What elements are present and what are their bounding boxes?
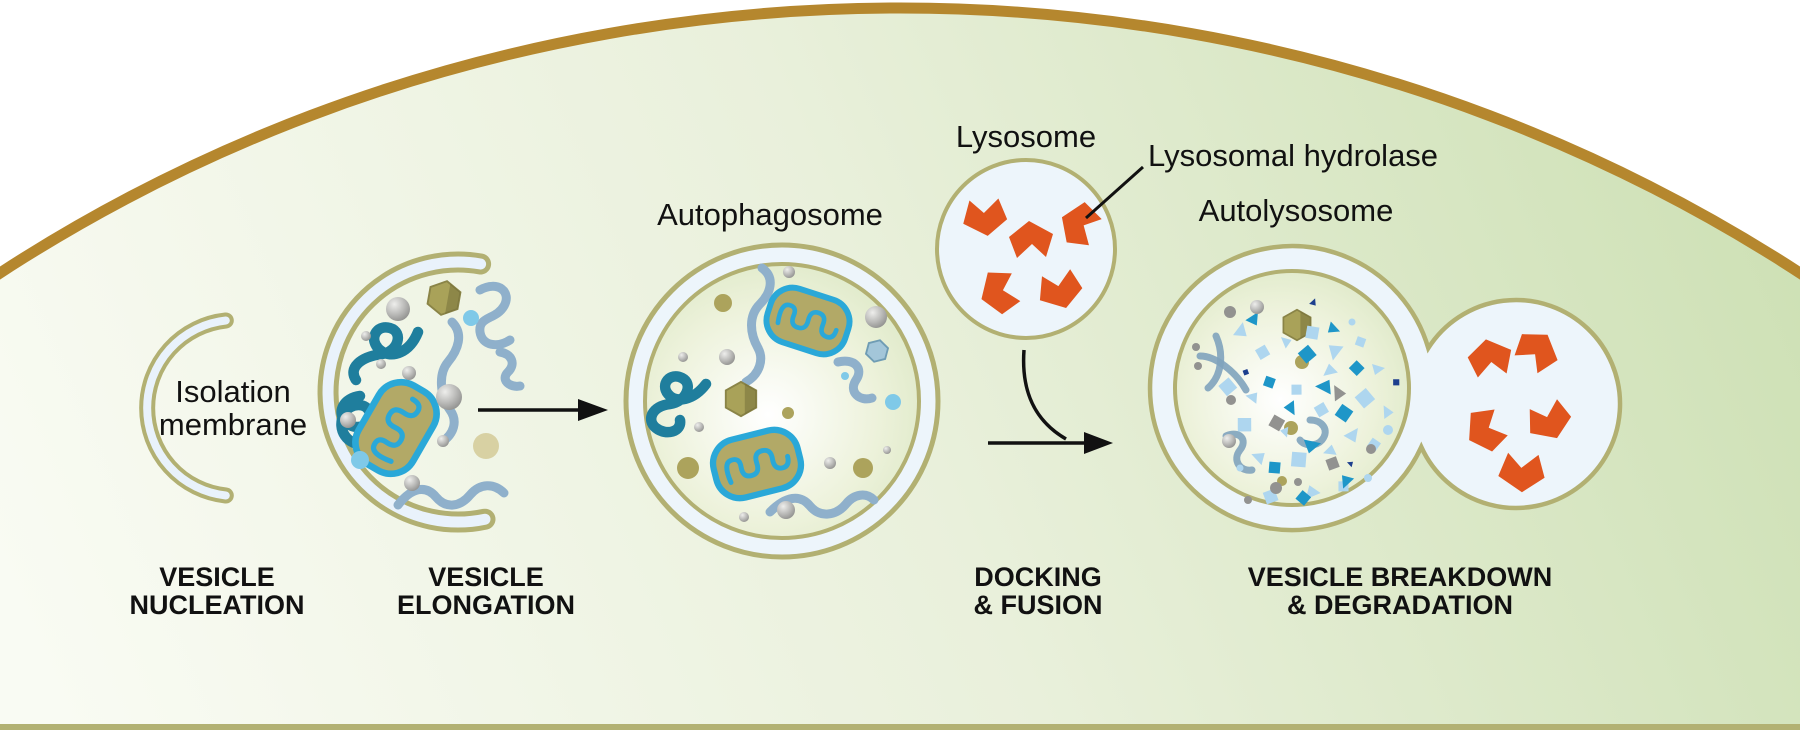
phagophore-cargo bbox=[336, 277, 525, 510]
ribosome-icon bbox=[386, 297, 410, 321]
caption-vesicle-elongation: VESICLE ELONGATION bbox=[397, 563, 575, 619]
protein-ribbon-icon bbox=[495, 347, 525, 391]
isolation-membrane-label-line2: membrane bbox=[158, 407, 308, 442]
autolysosome-icon bbox=[1147, 243, 1623, 533]
caption-line: VESICLE BREAKDOWN bbox=[1247, 562, 1553, 592]
ribosome-icon bbox=[404, 475, 420, 491]
caption-line: VESICLE bbox=[159, 562, 275, 592]
arrow-elongation-to-autophagosome-icon bbox=[478, 399, 608, 421]
caption-vesicle-breakdown: VESICLE BREAKDOWN & DEGRADATION bbox=[1248, 563, 1553, 619]
basal-membrane-line bbox=[0, 724, 1800, 730]
protein-ribbon-icon bbox=[741, 263, 775, 387]
ribosome-icon bbox=[694, 422, 704, 432]
caption-docking-fusion: DOCKING & FUSION bbox=[973, 563, 1102, 619]
misfolded-protein-icon bbox=[646, 371, 712, 438]
arrow-docking-fusion-icon bbox=[988, 349, 1113, 454]
degraded-debris bbox=[1192, 297, 1401, 508]
lipid-droplet-icon bbox=[473, 433, 499, 459]
ribosome-icon bbox=[783, 266, 795, 278]
hydrolase-leader-line bbox=[1084, 165, 1145, 220]
caption-line: ELONGATION bbox=[397, 590, 575, 620]
ribosome-icon bbox=[719, 349, 735, 365]
lysosomal-hydrolase-label: Lysosomal hydrolase bbox=[1148, 138, 1439, 173]
autophagosome-cargo bbox=[646, 263, 901, 522]
isolation-membrane-label-line1: Isolation bbox=[175, 374, 291, 409]
ribosome-icon bbox=[824, 457, 836, 469]
cargo-granule-icon bbox=[853, 458, 873, 478]
ribosome-icon bbox=[865, 306, 887, 328]
ribosome-icon bbox=[340, 412, 356, 428]
ribosome-icon bbox=[678, 352, 688, 362]
protein-ribbon-icon bbox=[475, 281, 515, 350]
caption-line: DOCKING bbox=[974, 562, 1102, 592]
protein-aggregate-hexagon-icon bbox=[724, 380, 758, 418]
ribosome-icon bbox=[376, 359, 386, 369]
cargo-granule-icon bbox=[782, 407, 794, 419]
vesicle-dot-icon bbox=[841, 372, 849, 380]
protein-ribbon-icon bbox=[765, 490, 879, 519]
vesicle-dot-icon bbox=[351, 451, 369, 469]
misfolded-protein-icon bbox=[348, 322, 424, 386]
caption-line: VESICLE bbox=[428, 562, 544, 592]
vesicle-dot-icon bbox=[885, 394, 901, 410]
cargo-granule-icon bbox=[677, 457, 699, 479]
ribosome-icon bbox=[883, 446, 891, 454]
ribosome-icon bbox=[402, 366, 416, 380]
phagophore-icon bbox=[317, 251, 496, 533]
protein-ribbon-icon bbox=[833, 356, 877, 404]
protein-ribbon-icon bbox=[393, 481, 509, 510]
ribosome-icon bbox=[739, 512, 749, 522]
lysosome-icon bbox=[935, 158, 1117, 340]
cargo-granule-icon bbox=[714, 294, 732, 312]
ribosome-icon bbox=[361, 331, 371, 341]
isolation-membrane-label: Isolation membrane bbox=[159, 375, 307, 441]
caption-line: NUCLEATION bbox=[129, 590, 305, 620]
autophagosome-label: Autophagosome bbox=[657, 197, 883, 232]
ribosome-icon bbox=[436, 384, 462, 410]
small-blue-hexagon-icon bbox=[864, 339, 890, 363]
ribosome-icon bbox=[437, 435, 449, 447]
autolysosome-label: Autolysosome bbox=[1198, 193, 1394, 228]
isolation-membrane-icon bbox=[139, 312, 234, 504]
caption-line: & DEGRADATION bbox=[1286, 590, 1513, 620]
caption-line: & FUSION bbox=[973, 590, 1103, 620]
lysosome-label: Lysosome bbox=[955, 119, 1097, 154]
ribosome-icon bbox=[777, 501, 795, 519]
autophagosome-icon bbox=[623, 242, 941, 560]
vesicle-dot-icon bbox=[463, 310, 479, 326]
protein-ribbon-icon bbox=[437, 317, 464, 447]
caption-vesicle-nucleation: VESICLE NUCLEATION bbox=[130, 563, 305, 619]
